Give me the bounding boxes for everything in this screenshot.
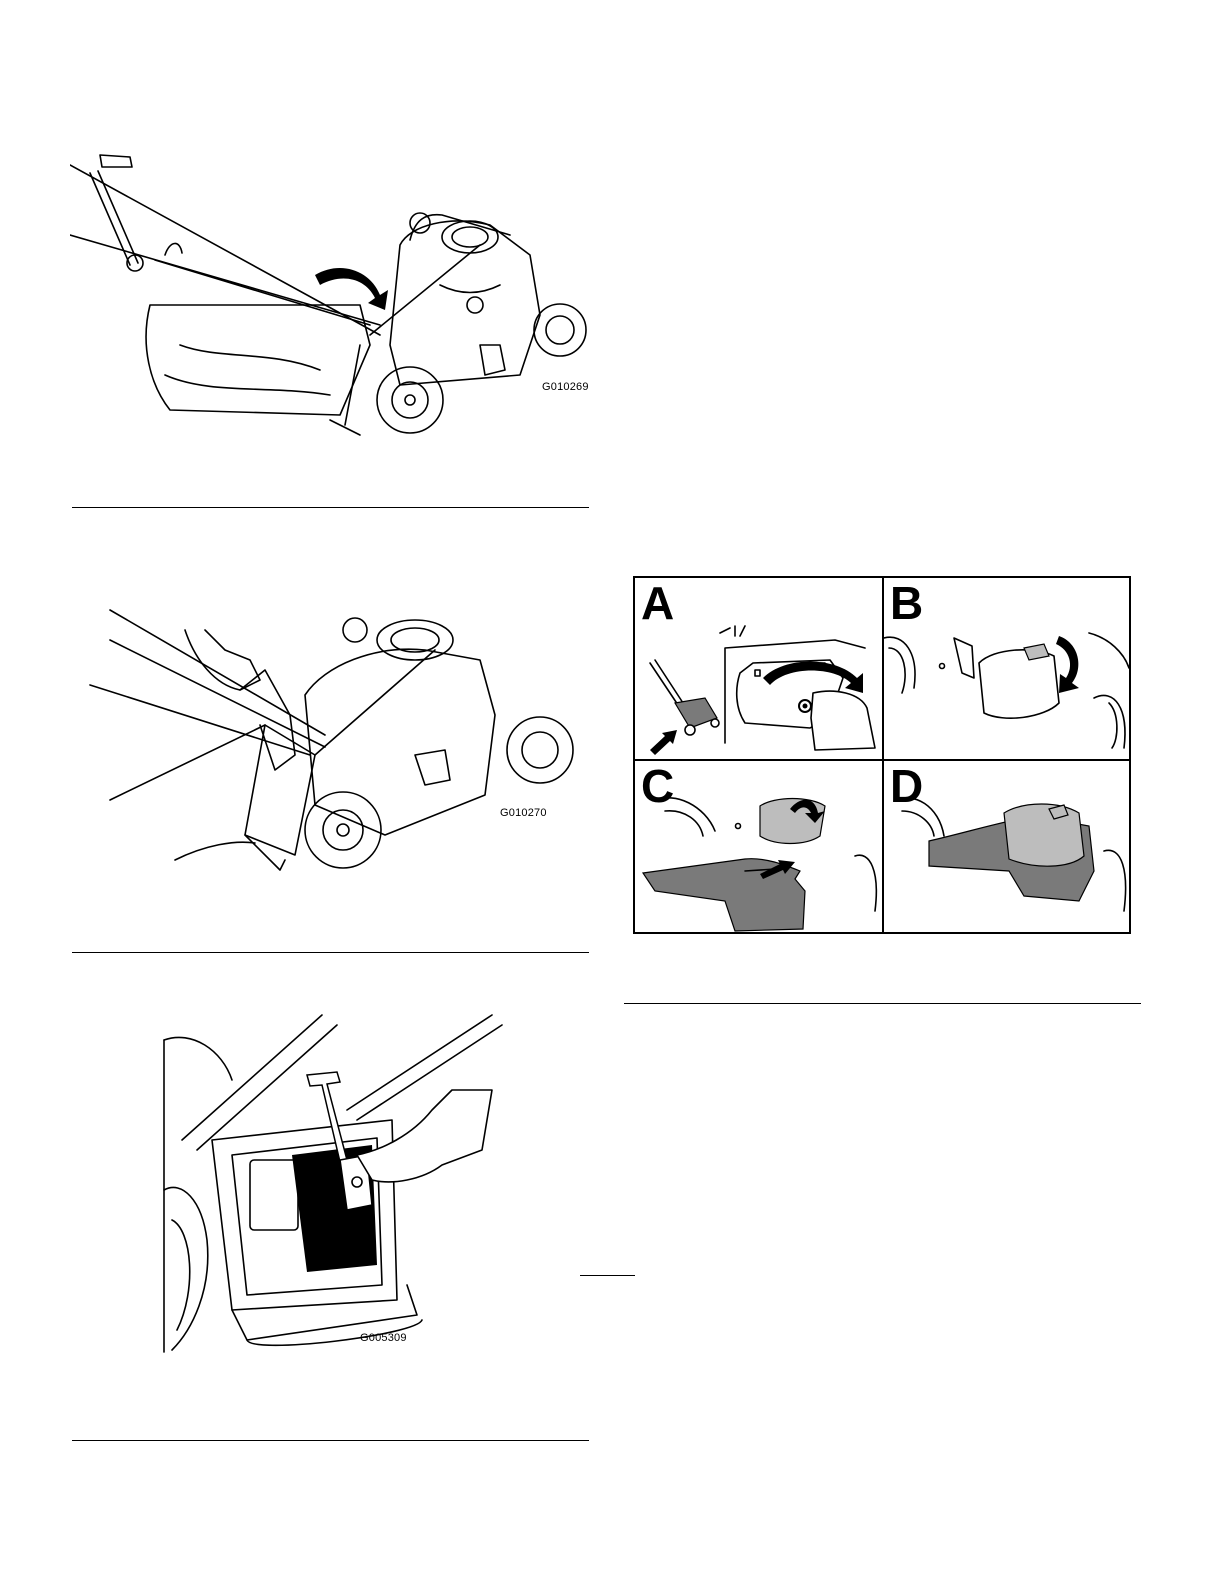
- panel-b: B: [884, 578, 1129, 759]
- figure-separator: [72, 1440, 589, 1441]
- figure-separator: [72, 952, 589, 953]
- figure-separator: [72, 507, 589, 508]
- figure-separator: [624, 1003, 1141, 1004]
- panel-letter: D: [890, 763, 923, 809]
- figure-code: G010270: [500, 807, 547, 819]
- figure-mower-bag-lever: G010269: [70, 145, 600, 445]
- mulch-plug-illustration: [162, 1010, 507, 1360]
- figure-code: G010269: [542, 381, 589, 393]
- figure-code: G005309: [360, 1332, 407, 1344]
- page-number-rule: [580, 1275, 635, 1276]
- figure-mulch-plug: G005309: [162, 1010, 507, 1360]
- figure-mower-rear-door: G010270: [85, 605, 595, 885]
- panel-c: C: [635, 761, 882, 932]
- panel-letter: B: [890, 580, 923, 626]
- mower-illustration-1: [70, 145, 600, 445]
- side-discharge-panel-figure: A B C: [633, 576, 1131, 934]
- panel-a: A: [635, 578, 882, 759]
- panel-letter: A: [641, 580, 674, 626]
- panel-d: D: [884, 761, 1129, 932]
- panel-letter: C: [641, 763, 674, 809]
- mower-illustration-2: [85, 605, 595, 885]
